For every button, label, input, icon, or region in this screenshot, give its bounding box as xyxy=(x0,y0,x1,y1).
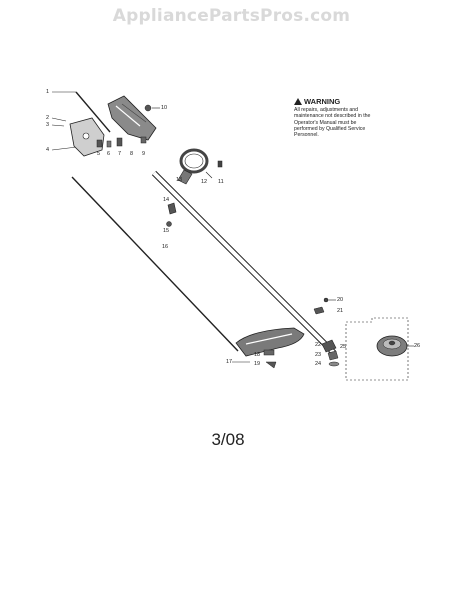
watermark: AppliancePartsPros.com xyxy=(112,6,351,26)
callout-6: 6 xyxy=(107,151,111,157)
part-9 xyxy=(140,136,147,144)
callout-13: 13 xyxy=(176,177,183,183)
callout-26: 26 xyxy=(414,343,421,349)
callout-11: 11 xyxy=(218,179,224,185)
callout-7: 7 xyxy=(118,151,122,157)
part-19 xyxy=(265,361,277,369)
part-24 xyxy=(328,361,340,367)
part-5 xyxy=(96,139,103,148)
warning-text: All repairs, adjustments and maintenance… xyxy=(294,107,371,139)
part-10 xyxy=(144,104,152,112)
part-7 xyxy=(116,137,123,147)
warning-notice: WARNING All repairs, adjustments and mai… xyxy=(294,97,380,138)
callout-25: 25 xyxy=(340,344,347,350)
screw-11 xyxy=(217,160,223,168)
page-code: 3/08 xyxy=(211,430,245,449)
callout-19: 19 xyxy=(254,361,261,367)
callout-16: 16 xyxy=(162,244,169,250)
callout-22: 22 xyxy=(315,342,322,348)
callout-9: 9 xyxy=(142,151,146,157)
callout-21: 21 xyxy=(337,308,344,314)
warning-title: WARNING xyxy=(304,97,341,106)
callout-12: 12 xyxy=(201,179,208,185)
part-21 xyxy=(313,306,325,315)
part-14 xyxy=(167,202,177,215)
callout-15: 15 xyxy=(163,228,170,234)
part-22 xyxy=(321,339,337,353)
callout-10: 10 xyxy=(161,105,168,111)
callout-17: 17 xyxy=(226,359,233,365)
warning-triangle-icon xyxy=(294,98,302,105)
callout-24: 24 xyxy=(315,361,322,367)
part-6 xyxy=(106,140,112,148)
part-18 xyxy=(263,349,275,356)
callout-3: 3 xyxy=(46,122,50,128)
part-15 xyxy=(166,221,172,227)
part-20 xyxy=(323,297,329,303)
drive-cable xyxy=(75,91,111,133)
callout-2: 2 xyxy=(46,115,50,121)
callout-8: 8 xyxy=(130,151,134,157)
flex-shaft xyxy=(71,176,239,352)
callout-1: 1 xyxy=(46,89,50,95)
callout-5: 5 xyxy=(97,151,101,157)
callout-20: 20 xyxy=(337,297,344,303)
callout-14: 14 xyxy=(163,197,170,203)
handle-loop xyxy=(179,148,209,174)
callout-18: 18 xyxy=(254,352,261,358)
callout-23: 23 xyxy=(315,352,322,358)
housing xyxy=(107,95,157,141)
callout-4: 4 xyxy=(46,147,50,153)
part-23 xyxy=(327,350,339,361)
